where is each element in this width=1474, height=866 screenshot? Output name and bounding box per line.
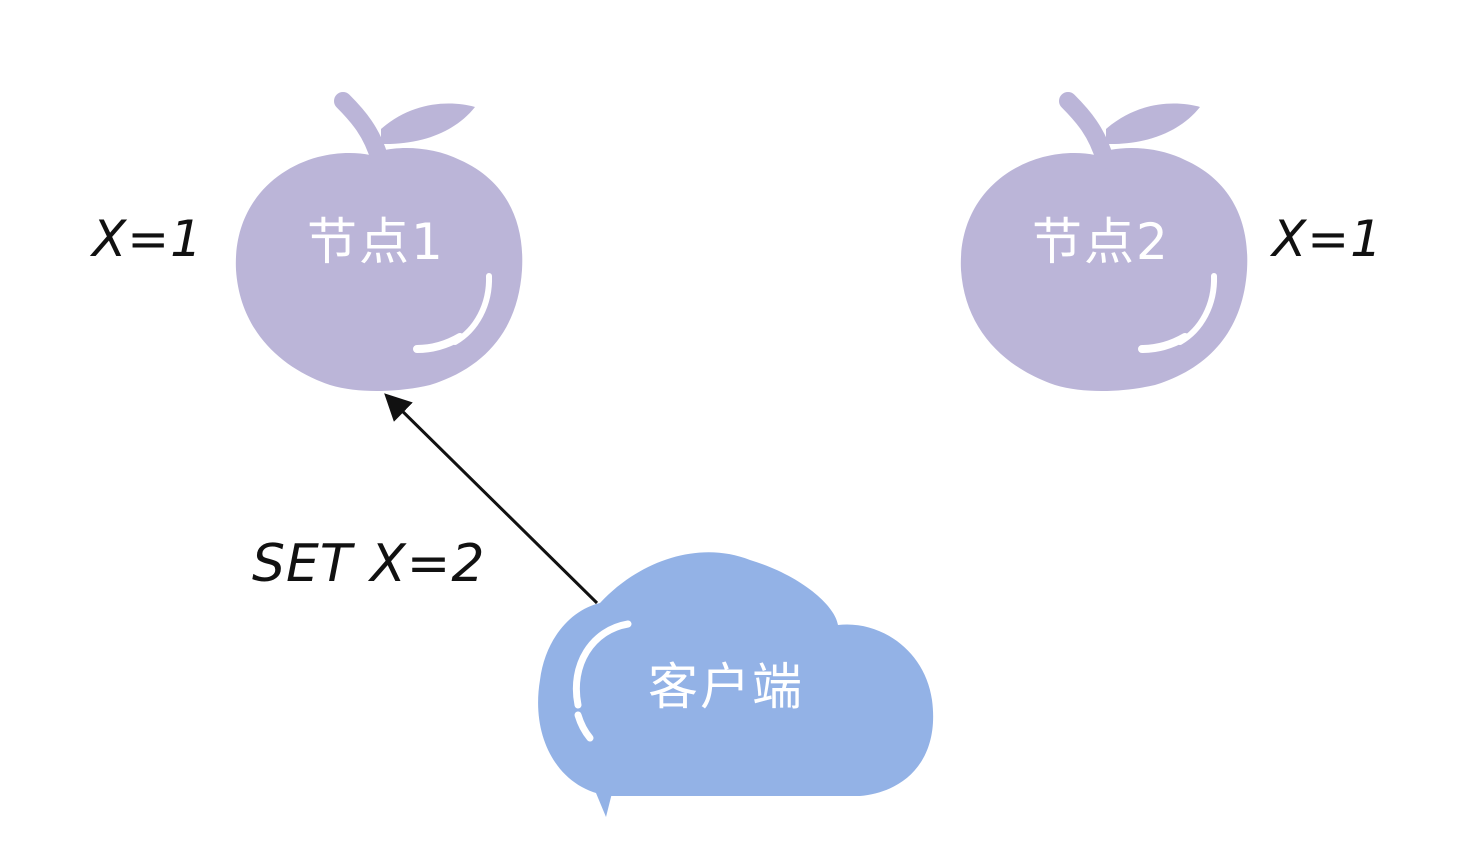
- client-label: 客户端: [648, 658, 804, 716]
- node-2-apple: [960, 92, 1248, 392]
- node-2-value-label: X=1: [1272, 210, 1383, 268]
- node-2-label: 节点2: [1032, 213, 1170, 271]
- node-1-label: 节点1: [307, 213, 445, 271]
- set-arrow: [384, 393, 599, 605]
- node-1-value-label: X=1: [92, 210, 203, 268]
- client-cloud: [538, 552, 934, 817]
- set-command-label: SET X=2: [252, 534, 486, 594]
- node-1-apple: [235, 92, 523, 392]
